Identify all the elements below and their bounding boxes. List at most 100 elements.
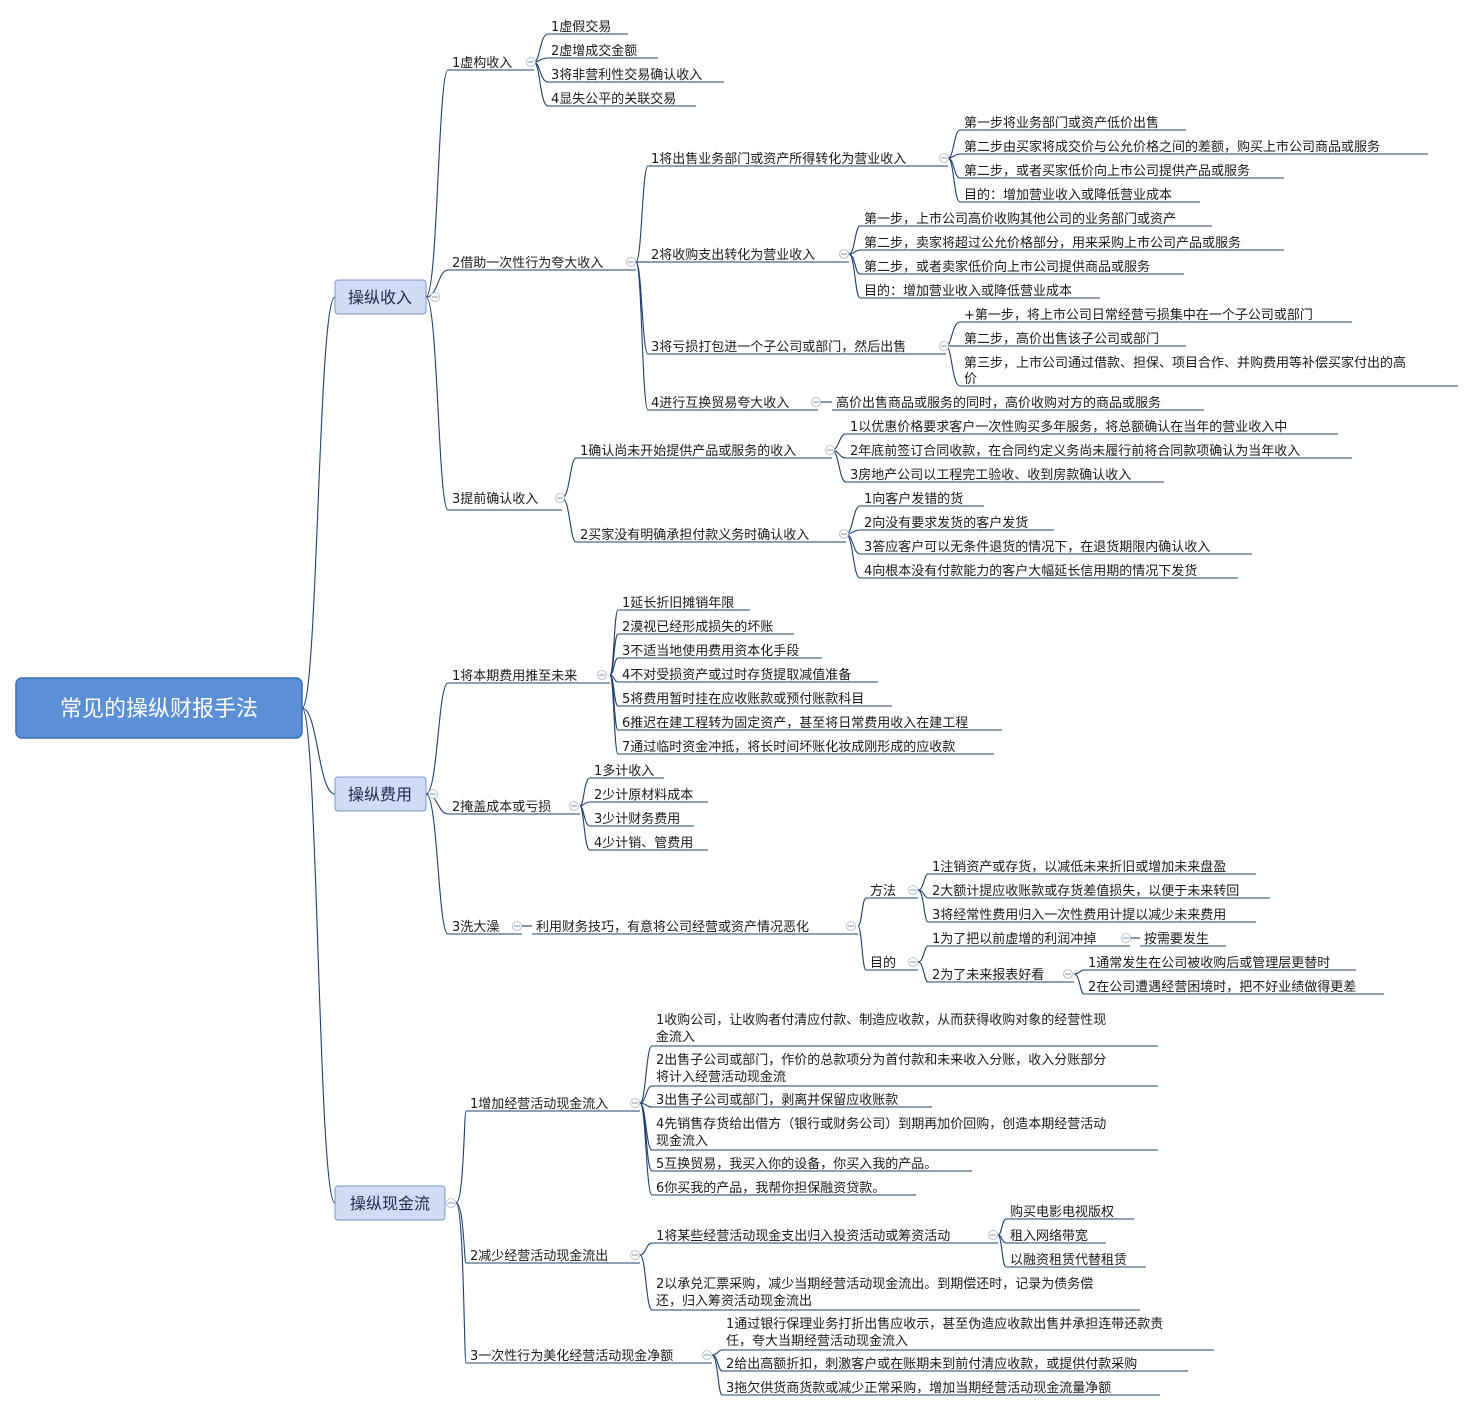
leaf-node[interactable]: 高价出售商品或服务的同时，高价收购对方的商品或服务	[836, 395, 1161, 411]
node-reclassify[interactable]: 1将某些经营活动现金支出归入投资活动或筹资活动	[656, 1228, 950, 1244]
leaf-node[interactable]: 购买电影电视版权	[1010, 1204, 1114, 1220]
node-purpose[interactable]: 目的	[870, 955, 896, 971]
leaf-node[interactable]: 2出售子公司或部门，作价的总款项分为首付款和未来收入分账，收入分账部分	[656, 1052, 1106, 1068]
collapse-icon[interactable]	[839, 529, 849, 539]
root-node[interactable]: 常见的操纵财报手法	[15, 677, 303, 739]
leaf-node[interactable]: 6推迟在建工程转为固定资产，甚至将日常费用收入在建工程	[622, 716, 968, 731]
branch-expense[interactable]: 操纵费用	[334, 776, 427, 812]
leaf-node[interactable]: 2给出高额折扣，刺激客户或在账期未到前付清应收款，或提供付款采购	[726, 1356, 1137, 1372]
collapse-icon[interactable]	[846, 921, 856, 931]
leaf-node[interactable]: 5互换贸易，我买入你的设备，你买入我的产品。	[656, 1156, 937, 1172]
collapse-icon[interactable]	[446, 1198, 456, 1208]
leaf-node[interactable]: 租入网络带宽	[1010, 1228, 1088, 1244]
node-defer-expense[interactable]: 1将本期费用推至未来	[452, 669, 577, 684]
leaf-node[interactable]: 1收购公司，让收购者付清应付款、制造应收款，从而获得收购对象的经营性现	[656, 1012, 1106, 1028]
leaf-node[interactable]: 第一步，上市公司高价收购其他公司的业务部门或资产	[864, 211, 1176, 227]
collapse-icon[interactable]	[839, 249, 849, 259]
node-big-bath[interactable]: 3洗大澡	[452, 920, 499, 935]
leaf-node[interactable]: 2为了未来报表好看	[932, 967, 1044, 983]
leaf-node[interactable]: 3不适当地使用费用资本化手段	[622, 643, 799, 659]
node-reduce-outflow[interactable]: 2减少经营活动现金流出	[470, 1248, 608, 1264]
leaf-node[interactable]: 目的：增加营业收入或降低营业成本	[964, 187, 1172, 203]
leaf-node[interactable]: 3答应客户可以无条件退货的情况下，在退货期限内确认收入	[864, 539, 1210, 555]
leaf-node[interactable]: 1注销资产或存货，以减低未来折旧或增加未来盘盈	[932, 859, 1226, 875]
leaf-node[interactable]: 金流入	[656, 1029, 695, 1045]
leaf-node[interactable]: 1通过银行保理业务打折出售应收示，甚至伪造应收款出售并承担连带还款责	[726, 1316, 1163, 1332]
leaf-node[interactable]: 现金流入	[656, 1133, 708, 1149]
collapse-icon[interactable]	[630, 1250, 640, 1260]
leaf-node[interactable]: 4不对受损资产或过时存货提取减值准备	[622, 667, 851, 683]
collapse-icon[interactable]	[939, 341, 949, 351]
collapse-icon[interactable]	[1063, 969, 1073, 979]
node-acquisition[interactable]: 2将收购支出转化为营业收入	[651, 247, 815, 263]
leaf-node[interactable]: 2年底前签订合同收款，在合同约定义务尚未履行前将合同款项确认为当年收入	[850, 443, 1300, 459]
node-hide-cost[interactable]: 2掩盖成本或亏损	[452, 800, 551, 815]
leaf-node[interactable]: 1虚假交易	[551, 19, 611, 35]
leaf-node[interactable]: 2以承兑汇票采购，减少当期经营活动现金流出。到期偿还时，记录为债务偿	[656, 1276, 1093, 1292]
leaf-node[interactable]: 3出售子公司或部门，剥离并保留应收账款	[656, 1092, 898, 1108]
leaf-node[interactable]: 3少计财务费用	[594, 811, 680, 827]
leaf-node[interactable]: 1延长折旧摊销年限	[622, 596, 734, 611]
collapse-icon[interactable]	[430, 292, 440, 302]
leaf-node[interactable]: 第二步由买家将成交价与公允价格之间的差额，购买上市公司商品或服务	[964, 139, 1380, 155]
leaf-node[interactable]: 价	[964, 372, 977, 387]
node-big-bath-detail[interactable]: 利用财务技巧，有意将公司经营或资产情况恶化	[536, 919, 809, 935]
branch-cash[interactable]: 操纵现金流	[334, 1185, 446, 1221]
leaf-node[interactable]: 第二步，卖家将超过公允价格部分，用来采购上市公司产品或服务	[864, 235, 1241, 251]
collapse-icon[interactable]	[702, 1350, 712, 1360]
leaf-node[interactable]: 还，归入筹资活动现金流出	[656, 1293, 812, 1309]
collapse-icon[interactable]	[939, 153, 949, 163]
collapse-icon[interactable]	[825, 445, 835, 455]
node-onetime-income[interactable]: 2借助一次性行为夸大收入	[452, 255, 603, 271]
node-increase-inflow[interactable]: 1增加经营活动现金流入	[470, 1096, 608, 1112]
collapse-icon[interactable]	[630, 1098, 640, 1108]
leaf-node[interactable]: 按需要发生	[1144, 931, 1209, 947]
leaf-node[interactable]: +第一步，将上市公司日常经营亏损集中在一个子公司或部门	[964, 307, 1313, 323]
leaf-node[interactable]: 1通常发生在公司被收购后或管理层更替时	[1088, 955, 1330, 971]
collapse-icon[interactable]	[526, 57, 536, 67]
leaf-node[interactable]: 4向根本没有付款能力的客户大幅延长信用期的情况下发货	[864, 563, 1197, 579]
leaf-node[interactable]: 将计入经营活动现金流	[656, 1069, 786, 1085]
collapse-icon[interactable]	[988, 1230, 998, 1240]
leaf-node[interactable]: 3将非营利性交易确认收入	[551, 67, 702, 83]
leaf-node[interactable]: 第一步将业务部门或资产低价出售	[964, 115, 1159, 131]
node-no-payment[interactable]: 2买家没有明确承担付款义务时确认收入	[580, 527, 809, 543]
leaf-node[interactable]: 5将费用暂时挂在应收账款或预付账款科目	[622, 691, 864, 707]
leaf-node[interactable]: 1以优惠价格要求客户一次性购买多年服务，将总额确认在当年的营业收入中	[850, 419, 1287, 435]
collapse-icon[interactable]	[597, 670, 607, 680]
leaf-node[interactable]: 第三步，上市公司通过借款、担保、项目合作、并购费用等补偿买家付出的高	[964, 355, 1406, 371]
leaf-node[interactable]: 2向没有要求发货的客户发货	[864, 515, 1028, 531]
leaf-node[interactable]: 2漠视已经形成损失的坏账	[622, 619, 773, 635]
node-not-started[interactable]: 1确认尚未开始提供产品或服务的收入	[580, 443, 796, 459]
collapse-icon[interactable]	[811, 397, 821, 407]
collapse-icon[interactable]	[428, 789, 438, 799]
node-early-recognition[interactable]: 3提前确认收入	[452, 491, 538, 507]
leaf-node[interactable]: 6你买我的产品，我帮你担保融资贷款。	[656, 1180, 885, 1196]
leaf-node[interactable]: 第二步，高价出售该子公司或部门	[964, 331, 1159, 347]
node-method[interactable]: 方法	[870, 883, 896, 899]
leaf-node[interactable]: 1向客户发错的货	[864, 491, 963, 507]
collapse-icon[interactable]	[1121, 933, 1131, 943]
leaf-node[interactable]: 3将经常性费用归入一次性费用计提以减少未来费用	[932, 907, 1226, 923]
leaf-node[interactable]: 2少计原材料成本	[594, 788, 693, 803]
node-sell-unit[interactable]: 1将出售业务部门或资产所得转化为营业收入	[651, 151, 906, 167]
leaf-node[interactable]: 第二步，或者卖家低价向上市公司提供商品或服务	[864, 259, 1150, 275]
leaf-node[interactable]: 7通过临时资金冲抵，将长时间坏账化妆成刚形成的应收款	[622, 739, 955, 755]
node-swap-trade[interactable]: 4进行互换贸易夸大收入	[651, 396, 789, 411]
collapse-toggles[interactable]	[428, 57, 1131, 1360]
leaf-node[interactable]: 2大额计提应收账款或存货差值损失，以便于未来转回	[932, 883, 1239, 899]
leaf-node[interactable]: 第二步，或者买家低价向上市公司提供产品或服务	[964, 163, 1250, 179]
collapse-icon[interactable]	[512, 921, 522, 931]
node-onetime-cash[interactable]: 3一次性行为美化经营活动现金净额	[470, 1348, 673, 1364]
leaf-node[interactable]: 3拖欠供货商货款或减少正常采购，增加当期经营活动现金流量净额	[726, 1380, 1111, 1396]
collapse-icon[interactable]	[908, 885, 918, 895]
leaf-node[interactable]: 2在公司遭遇经营困境时，把不好业绩做得更差	[1088, 979, 1356, 995]
leaf-node[interactable]: 3房地产公司以工程完工验收、收到房款确认收入	[850, 467, 1131, 483]
collapse-icon[interactable]	[626, 257, 636, 267]
leaf-node[interactable]: 目的：增加营业收入或降低营业成本	[864, 283, 1072, 299]
leaf-node[interactable]: 2虚增成交金额	[551, 43, 637, 59]
collapse-icon[interactable]	[555, 493, 565, 503]
leaf-node[interactable]: 4少计销、管费用	[594, 836, 693, 851]
leaf-node[interactable]: 4显失公平的关联交易	[551, 91, 676, 107]
node-fake-income[interactable]: 1虚构收入	[452, 56, 512, 71]
